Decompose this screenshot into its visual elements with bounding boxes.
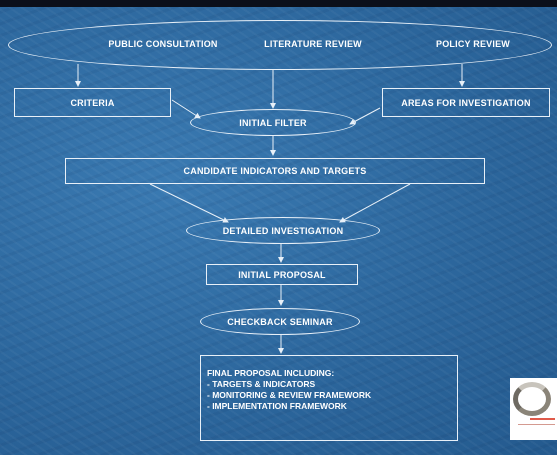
candidate-indicators-box: CANDIDATE INDICATORS AND TARGETS [65,158,485,184]
literature-review-label: LITERATURE REVIEW [264,39,362,49]
arrow-criteria-to-filter [171,99,201,119]
policy-review-label: POLICY REVIEW [436,39,510,49]
initial-proposal-box: INITIAL PROPOSAL [206,264,358,285]
checkback-seminar-oval: CHECKBACK SEMINAR [200,308,360,335]
criteria-box: CRITERIA [14,88,171,117]
final-proposal-item: - IMPLEMENTATION FRAMEWORK [207,401,347,411]
areas-for-investigation-box: AREAS FOR INVESTIGATION [382,88,550,117]
sources-oval [8,20,552,70]
ring-logo-icon [510,378,557,440]
initial-filter-oval: INITIAL FILTER [190,109,356,136]
final-proposal-heading: FINAL PROPOSAL INCLUDING: [207,368,335,378]
arrow-candidate-to-detailed-left [149,183,229,223]
top-bar [0,0,557,7]
public-consultation-label: PUBLIC CONSULTATION [108,39,218,49]
final-proposal-item: - MONITORING & REVIEW FRAMEWORK [207,390,372,400]
arrow-candidate-to-detailed-right [339,183,411,223]
detailed-investigation-oval: DETAILED INVESTIGATION [186,217,380,244]
final-proposal-item: - TARGETS & INDICATORS [207,379,316,389]
final-proposal-box: FINAL PROPOSAL INCLUDING: - TARGETS & IN… [200,355,458,441]
